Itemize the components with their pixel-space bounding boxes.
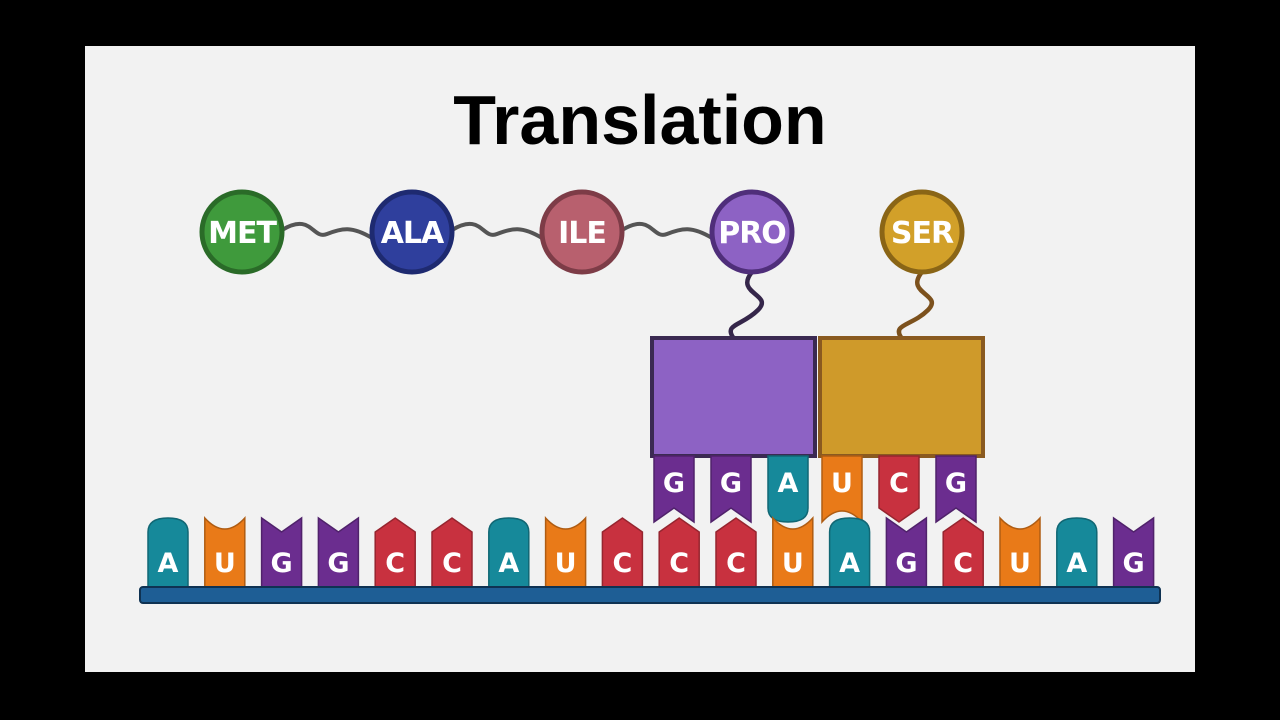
mrna-nucleotide: A bbox=[1056, 517, 1098, 591]
peptide-bond bbox=[280, 221, 374, 240]
mrna-nucleotide: C bbox=[658, 517, 700, 591]
anticodon-nucleotide: G bbox=[935, 455, 977, 524]
mrna-base-label: C bbox=[612, 548, 632, 579]
mrna-nucleotide: A bbox=[828, 517, 871, 591]
mrna-nucleotide: U bbox=[772, 516, 814, 591]
mrna-base-label: U bbox=[782, 548, 804, 579]
mrna-nucleotide: C bbox=[942, 517, 984, 591]
mrna-base-label: G bbox=[895, 548, 917, 579]
amino-acid-met: MET bbox=[199, 189, 285, 275]
mrna-nucleotide: G bbox=[260, 516, 303, 591]
anticodon-nucleotide: U bbox=[821, 455, 863, 524]
mrna-nucleotide: A bbox=[488, 517, 530, 591]
mrna-base-label: C bbox=[669, 548, 689, 579]
mrna-nucleotide: C bbox=[715, 517, 757, 591]
amino-acid-label: PRO bbox=[718, 216, 786, 251]
page-title: Translation bbox=[453, 81, 827, 159]
amino-acid-label: ILE bbox=[558, 216, 606, 251]
anticodon-nucleotide: G bbox=[653, 455, 695, 524]
amino-acid-ile: ILE bbox=[539, 189, 625, 275]
mrna-base-label: A bbox=[839, 548, 860, 579]
trna-stalk bbox=[728, 269, 765, 341]
trna-stalk bbox=[896, 269, 935, 341]
mrna-base-label: G bbox=[271, 548, 293, 579]
mrna-nucleotide: C bbox=[374, 517, 416, 591]
anticodon-base-label: G bbox=[945, 468, 967, 499]
peptide-bond bbox=[450, 221, 544, 240]
mrna-nucleotide: G bbox=[317, 516, 360, 591]
amino-acid-label: MET bbox=[208, 216, 277, 251]
mrna-base-label: U bbox=[214, 548, 236, 579]
peptide-bond bbox=[620, 221, 714, 240]
amino-acid-chain: MET ALA ILE PRO SER bbox=[199, 189, 965, 275]
mrna-base-label: C bbox=[442, 548, 462, 579]
anticodon-base-label: U bbox=[831, 468, 853, 499]
mrna-base-label: U bbox=[1009, 548, 1031, 579]
mrna-nucleotide: C bbox=[431, 517, 473, 591]
mrna-nucleotide: A bbox=[147, 517, 189, 591]
mrna-nucleotide: C bbox=[601, 517, 644, 591]
anticodon-nucleotide: G bbox=[710, 455, 752, 524]
trna-stalks bbox=[728, 269, 935, 341]
mrna-base-label: A bbox=[498, 548, 519, 579]
anticodon-base-label: C bbox=[889, 468, 909, 499]
mrna-base-label: A bbox=[1066, 548, 1087, 579]
mrna-nucleotide: U bbox=[204, 516, 246, 591]
amino-acid-pro: PRO bbox=[709, 189, 795, 275]
anticodon-base-label: G bbox=[720, 468, 742, 499]
mrna-base-label: G bbox=[327, 548, 349, 579]
anticodon-base-label: G bbox=[663, 468, 685, 499]
mrna-base-label: C bbox=[953, 548, 973, 579]
anticodon-base-label: A bbox=[778, 468, 799, 499]
mrna-base-label: C bbox=[726, 548, 746, 579]
mrna-nucleotide: G bbox=[885, 516, 928, 591]
mrna-base-label: U bbox=[555, 548, 577, 579]
mrna-nucleotide: U bbox=[999, 516, 1041, 591]
peptide-bonds bbox=[280, 221, 714, 240]
mrna-nucleotide: G bbox=[1112, 516, 1155, 591]
amino-acid-ser: SER bbox=[879, 189, 965, 275]
mrna-base-label: G bbox=[1123, 548, 1145, 579]
anticodon-nucleotide: A bbox=[767, 455, 809, 523]
mrna-backbone bbox=[139, 586, 1161, 604]
mrna-base-label: A bbox=[158, 548, 179, 579]
amino-acid-label: ALA bbox=[381, 216, 445, 251]
trna-block bbox=[818, 336, 985, 458]
amino-acid-ala: ALA bbox=[369, 189, 455, 275]
mrna-nucleotide: U bbox=[544, 516, 587, 591]
anticodon-nucleotide: C bbox=[878, 455, 920, 523]
trna-block bbox=[650, 336, 817, 458]
amino-acid-label: SER bbox=[891, 216, 954, 251]
mrna-base-label: C bbox=[385, 548, 405, 579]
